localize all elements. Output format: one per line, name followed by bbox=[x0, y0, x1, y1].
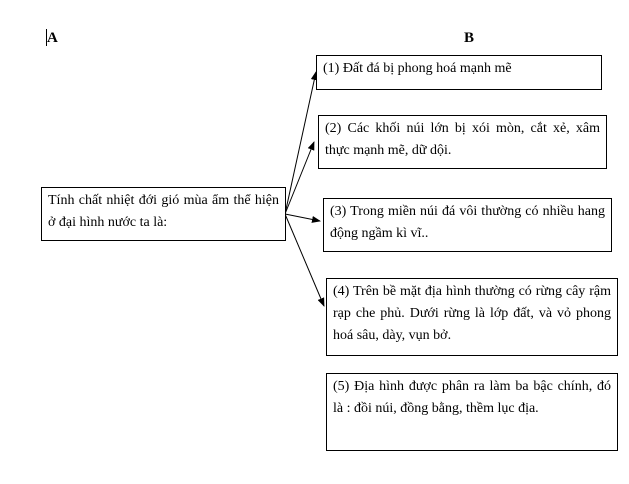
arrow-to-target-4 bbox=[284, 213, 325, 307]
source-box: Tính chất nhiệt đới gió mùa ẩm thể hiện … bbox=[41, 187, 286, 241]
text-cursor bbox=[46, 29, 47, 46]
target-box-5: (5) Địa hình được phân ra làm ba bậc chí… bbox=[326, 373, 618, 451]
column-label-a: A bbox=[47, 30, 58, 46]
arrow-to-target-1 bbox=[284, 71, 318, 215]
target-box-1: (1) Đất đá bị phong hoá mạnh mẽ bbox=[316, 55, 602, 90]
arrow-to-target-2 bbox=[284, 141, 315, 215]
target-box-2: (2) Các khối núi lớn bị xói mòn, cắt xẻ,… bbox=[318, 115, 607, 169]
column-label-b: B bbox=[464, 30, 475, 46]
target-box-3: (3) Trong miền núi đá vôi thường có nhiề… bbox=[323, 198, 612, 252]
arrow-to-target-3 bbox=[284, 213, 321, 223]
target-box-4: (4) Trên bề mặt địa hình thường có rừng … bbox=[326, 278, 618, 356]
